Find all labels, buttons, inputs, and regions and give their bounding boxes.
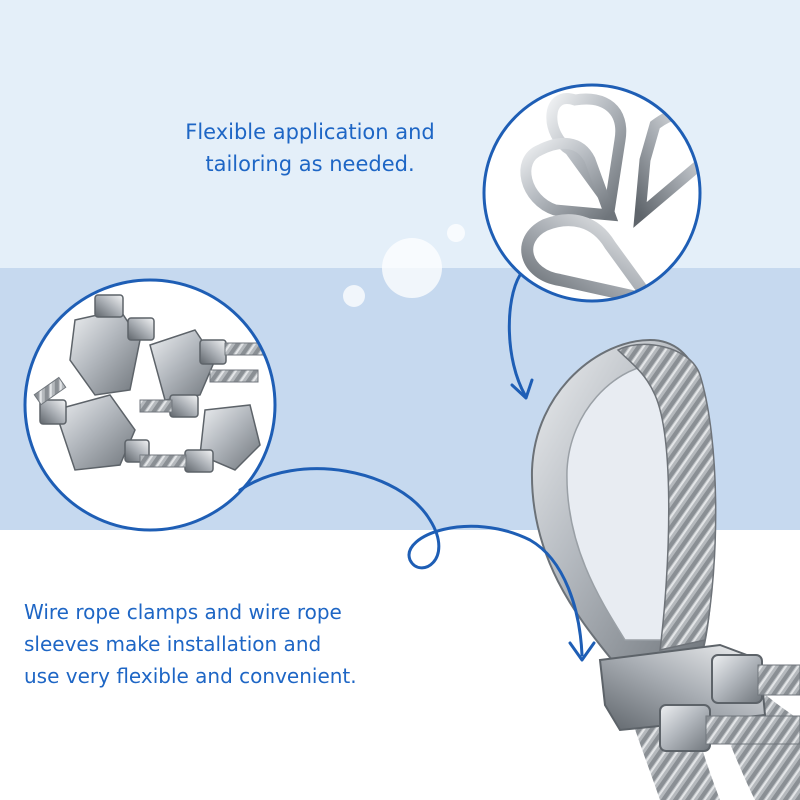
- caption-bottom-line-3: use very flexible and convenient.: [24, 664, 357, 688]
- caption-bottom-line-1: Wire rope clamps and wire rope: [24, 600, 342, 624]
- caption-installation-description: Wire rope clamps and wire rope sleeves m…: [24, 596, 484, 692]
- thimble-clamp-assembly-photo: [530, 338, 800, 800]
- decorative-bubble: [447, 224, 465, 242]
- decorative-bubble: [343, 285, 365, 307]
- curved-arrow-icon: [238, 467, 596, 662]
- curved-arrow-icon: [507, 273, 534, 400]
- decorative-bubble: [382, 238, 442, 298]
- caption-top-line-2: tailoring as needed.: [205, 152, 415, 176]
- caption-bottom-line-2: sleeves make installation and: [24, 632, 322, 656]
- clamps-photo: [23, 278, 277, 532]
- caption-flexible-application: Flexible application and tailoring as ne…: [100, 116, 520, 180]
- caption-top-line-1: Flexible application and: [185, 120, 435, 144]
